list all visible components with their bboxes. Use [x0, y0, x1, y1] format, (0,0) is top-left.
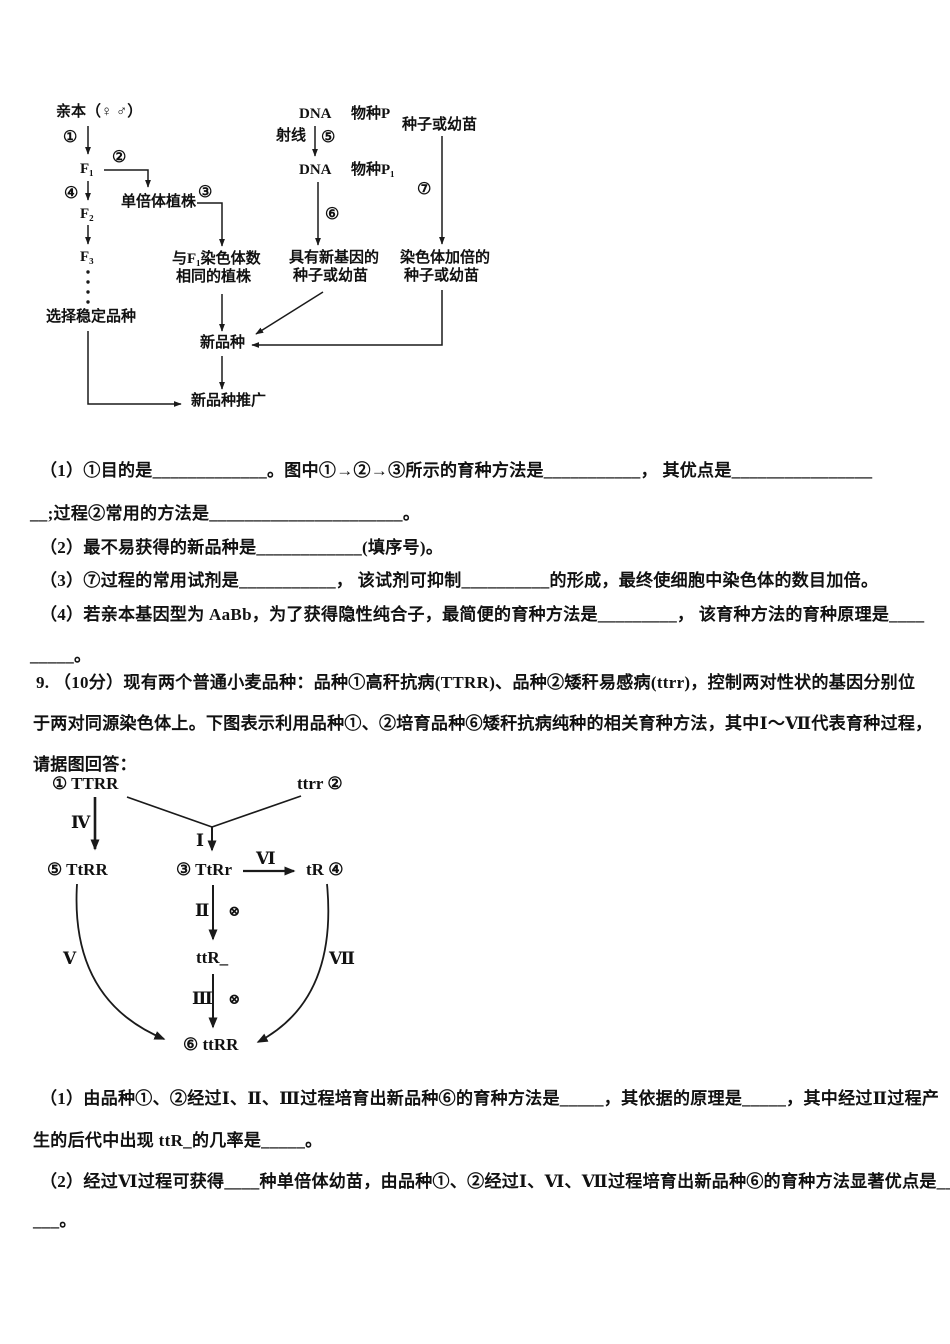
question-line: （1）由品种①、②经过Ⅰ、Ⅱ、Ⅲ过程培育出新品种⑥的育种方法是_____，其依据… [40, 1089, 940, 1108]
label-process-IV: Ⅳ [71, 813, 91, 832]
label-species-p1: 物种P₁ [351, 162, 395, 178]
label-process-VII: Ⅶ [329, 949, 355, 968]
label-new-variety: 新品种 [200, 335, 246, 351]
question-line: _____。 [30, 646, 92, 665]
label-process-II: Ⅱ [195, 901, 210, 920]
label-variety6-ttRR: ⑥ ttRR [183, 1035, 239, 1054]
label-f1: F₁ [80, 161, 94, 177]
label-dna-top: DNA [299, 106, 332, 122]
process-circle-7: ⑦ [417, 181, 432, 198]
label-select-stable: 选择稳定品种 [46, 309, 137, 325]
question-line: （3）⑦过程的常用试剂是___________， 该试剂可抑制_________… [40, 571, 879, 590]
label-same-chromosome-2: 相同的植株 [176, 269, 252, 285]
label-f3: F₃ [80, 249, 94, 265]
label-ttR-blank: ttR_ [196, 948, 229, 967]
label-same-chromosome-1: 与F₁染色体数 [172, 251, 261, 267]
label-process-I: Ⅰ [196, 831, 204, 850]
label-ray: 射线 [276, 128, 307, 144]
label-dna-mid: DNA [299, 162, 332, 178]
label-variety5-TtRR: ⑤ TtRR [47, 860, 108, 879]
label-variety4-tR: tR ④ [306, 860, 344, 879]
process-circle-3: ③ [198, 184, 213, 201]
question-line: （1）①目的是_____________。图中①→②→③所示的育种方法是____… [40, 461, 873, 480]
label-variety1-TTRR: ① TTRR [52, 774, 119, 793]
question-line: （2）经过Ⅵ过程可获得____种单倍体幼苗，由品种①、②经过Ⅰ、Ⅵ、Ⅶ过程培育出… [40, 1172, 950, 1191]
label-new-gene-1: 具有新基因的 [289, 250, 380, 266]
label-process-VI: Ⅵ [256, 849, 276, 868]
label-f2: F₂ [80, 206, 94, 222]
question-line: 于两对同源染色体上。下图表示利用品种①、②培育品种⑥矮秆抗病纯种的相关育种方法，… [33, 714, 933, 733]
process-circle-5: ⑤ [321, 129, 336, 146]
label-process-V: Ⅴ [63, 949, 77, 968]
process-circle-4: ④ [64, 185, 79, 202]
label-variety3-TtRr: ③ TtRr [176, 860, 233, 879]
question-line: 请据图回答： [33, 755, 137, 774]
selfing-symbol: ⊗ [228, 992, 241, 1008]
label-chromosome-doubled-2: 种子或幼苗 [404, 268, 480, 284]
label-species-p: 物种P [351, 106, 391, 122]
label-parents: 亲本（♀ ♂） [56, 104, 143, 120]
label-seed-or-seedling: 种子或幼苗 [402, 117, 478, 133]
question-line: ___。 [33, 1211, 77, 1230]
label-haploid-plant: 单倍体植株 [121, 194, 197, 210]
label-chromosome-doubled-1: 染色体加倍的 [400, 250, 491, 266]
question-line: 9. （10分）现有两个普通小麦品种：品种①高秆抗病(TTRR)、品种②矮秆易感… [36, 673, 916, 692]
label-new-gene-2: 种子或幼苗 [293, 268, 369, 284]
process-circle-2: ② [112, 149, 127, 166]
label-process-III: Ⅲ [192, 989, 213, 1008]
selfing-symbol: ⊗ [228, 904, 241, 920]
question-line: （4）若亲本基因型为 AaBb，为了获得隐性纯合子，最简便的育种方法是_____… [40, 605, 925, 624]
label-promotion: 新品种推广 [191, 393, 267, 409]
question-line: __;过程②常用的方法是______________________。 [30, 504, 421, 523]
process-circle-1: ① [63, 129, 78, 146]
question-line: （2）最不易获得的新品种是____________(填序号)。 [40, 538, 444, 557]
question-line: 生的后代中出现 ttR_的几率是_____。 [33, 1131, 323, 1150]
process-circle-6: ⑥ [325, 206, 340, 223]
label-variety2-ttrr: ttrr ② [297, 774, 343, 793]
